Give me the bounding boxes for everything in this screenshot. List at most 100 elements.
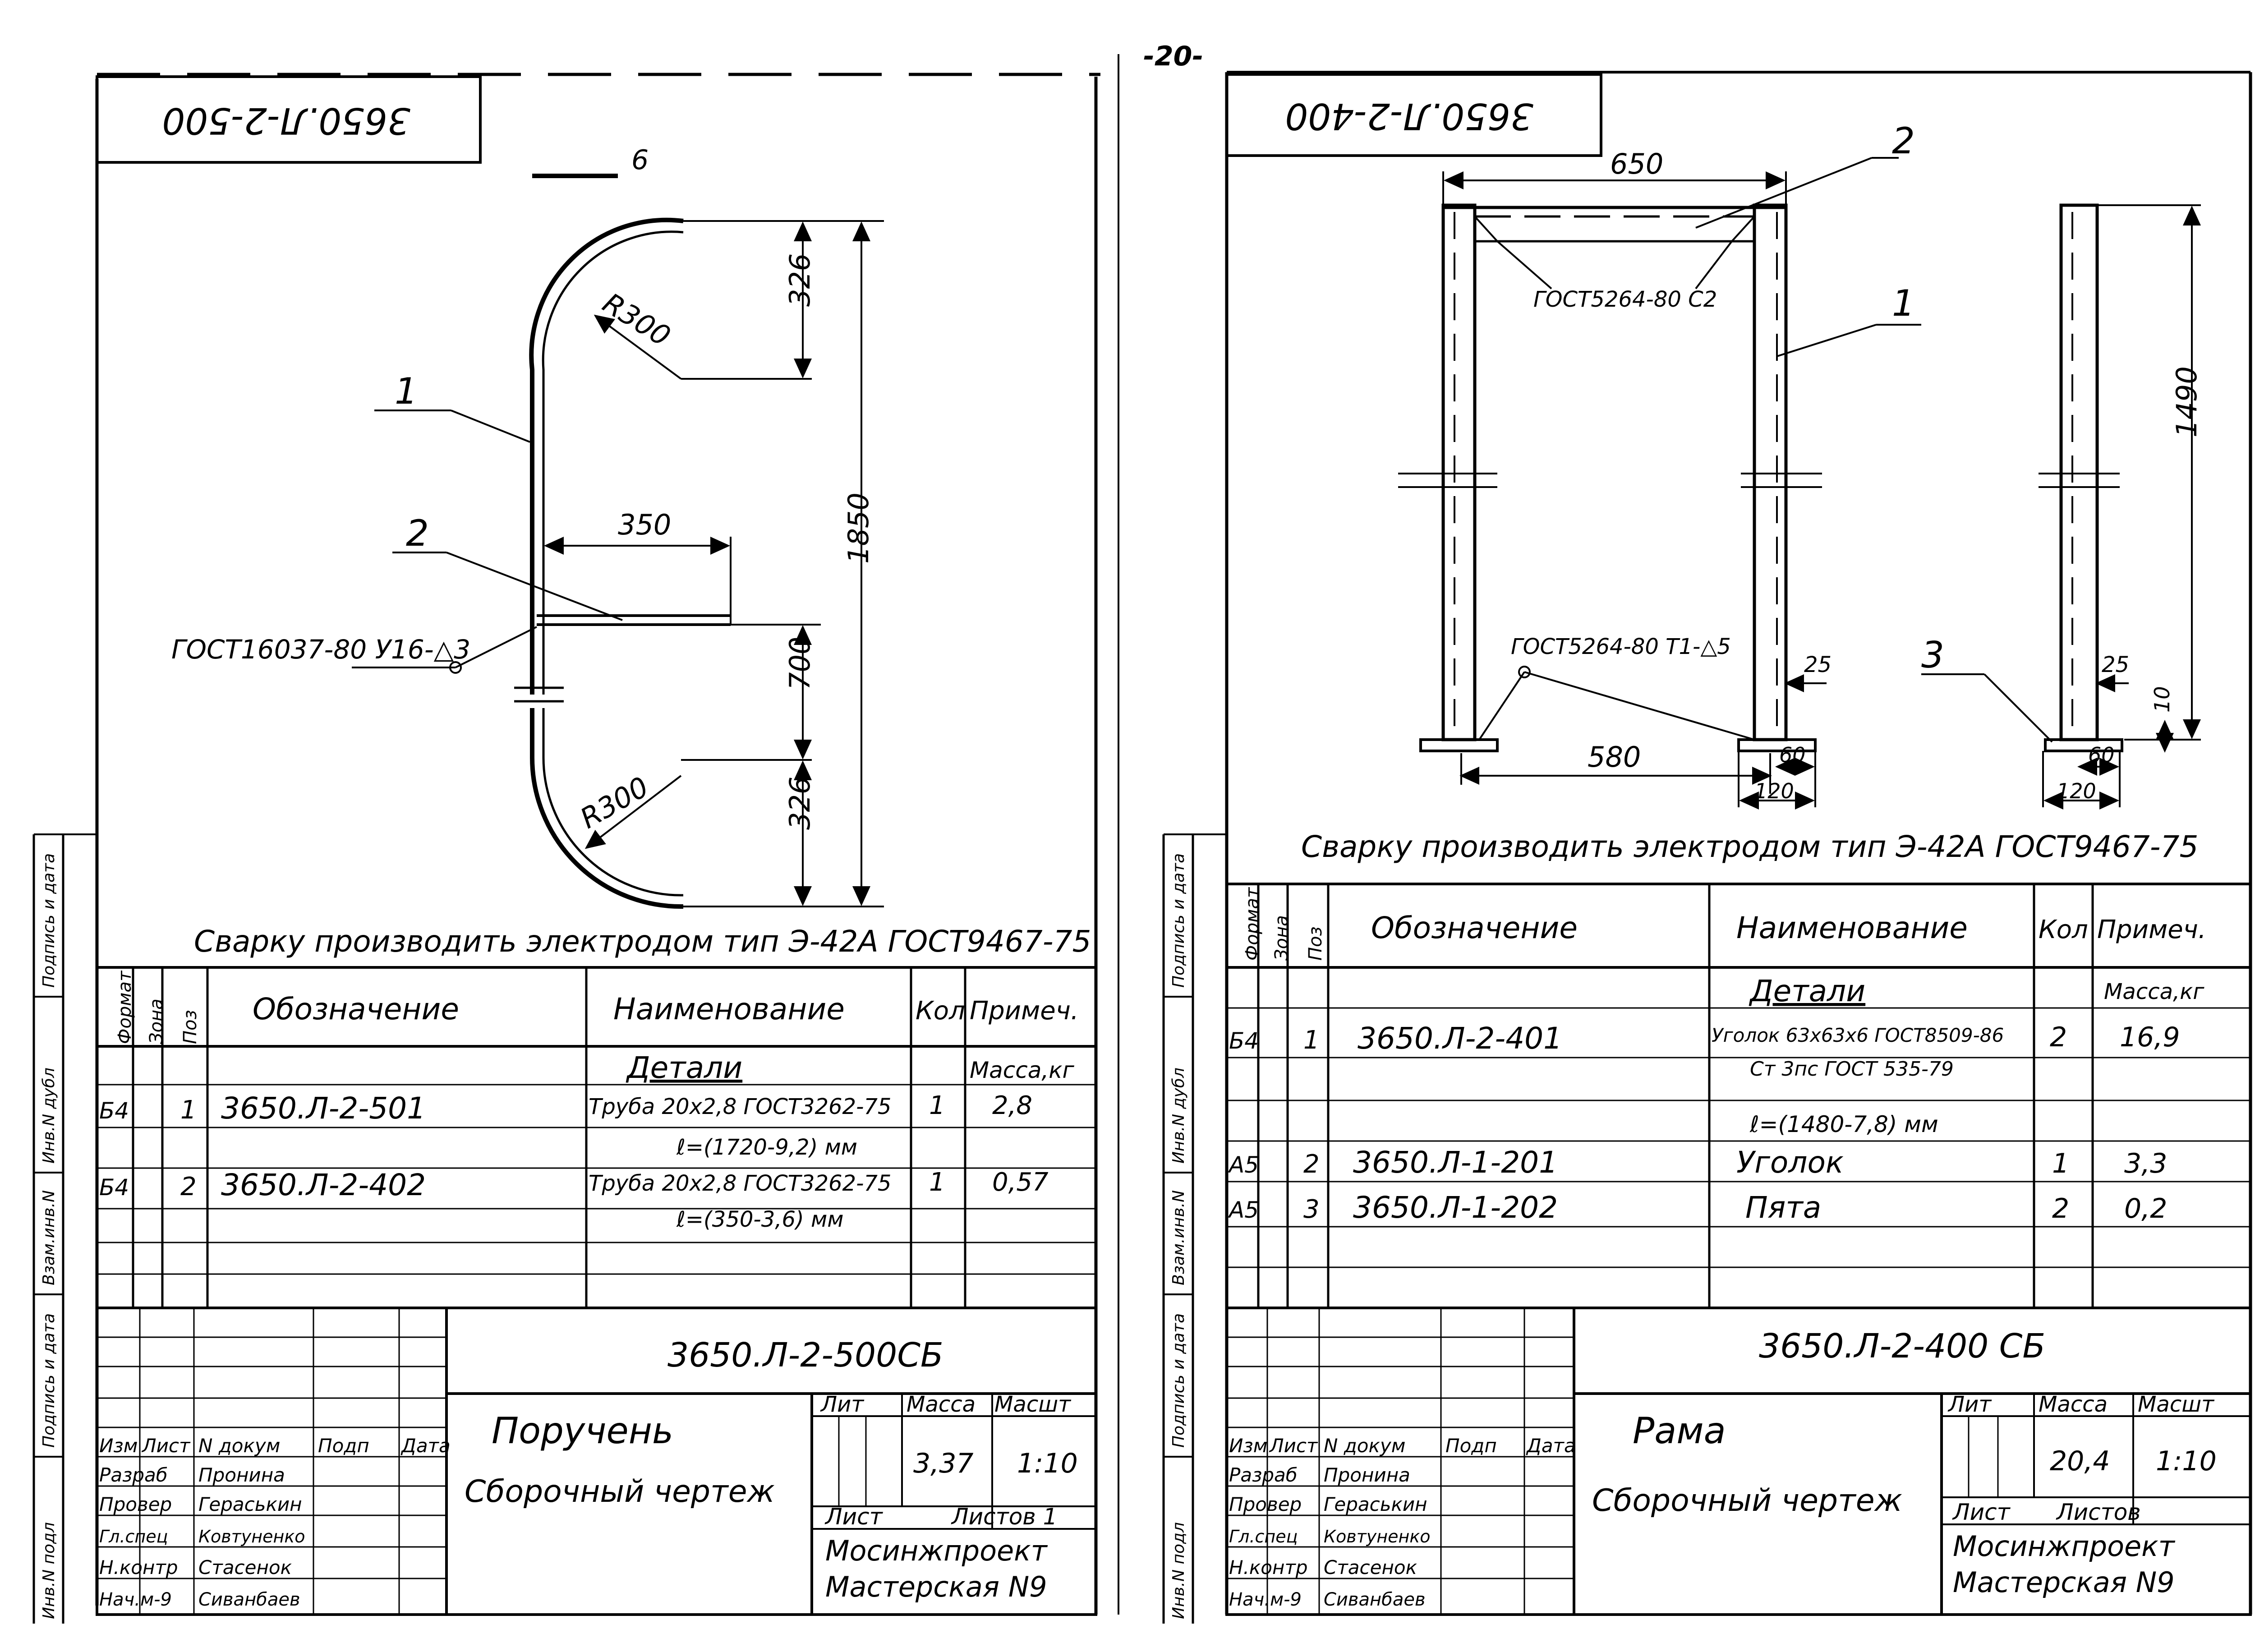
right-hdr-designation: Обозначение <box>1371 911 1578 945</box>
dim-25-front: 25 <box>1804 652 1832 677</box>
left-margin-3: Взам.инв.N <box>40 1190 58 1285</box>
left-margin-1: Инв.N подл <box>40 1522 58 1619</box>
left-hdr-format: Формат <box>115 970 135 1044</box>
left-name-2: Гераськин <box>198 1493 302 1515</box>
right-spec-table <box>1225 883 2252 1309</box>
right-row3-name1: Пята <box>1745 1190 1821 1225</box>
right-sheet: Лист <box>1952 1499 2011 1525</box>
left-margin-5: Подпись и дата <box>40 853 58 988</box>
right-margin-5: Подпись и дата <box>1169 853 1188 988</box>
left-title-2: Сборочный чертеж <box>465 1474 775 1509</box>
frame-drawing <box>1398 157 2201 810</box>
right-role-2: Провер <box>1229 1493 1302 1515</box>
left-mass-head: Масса <box>907 1392 976 1417</box>
left-sheet: Лист <box>824 1504 884 1530</box>
left-hdr-zone: Зона <box>146 999 167 1044</box>
left-row2-name1: Труба 20х2,8 ГОСТ3262-75 <box>589 1171 891 1196</box>
dim-580: 580 <box>1588 741 1641 773</box>
left-role-5: Нач.м-9 <box>99 1589 172 1610</box>
left-org-1: Мосинжпроект <box>825 1534 1048 1567</box>
right-row3-code: 3650.Л-1-202 <box>1353 1190 1558 1225</box>
right-name-3: Ковтуненко <box>1324 1527 1431 1546</box>
left-row1-pos: 1 <box>180 1095 197 1125</box>
left-sig-list: Лист <box>141 1435 191 1457</box>
left-margin-2: Подпись и дата <box>40 1313 58 1448</box>
left-row2-qty: 1 <box>929 1168 945 1197</box>
right-margin-3: Взам.инв.N <box>1169 1190 1188 1285</box>
left-hdr-pos: Поз <box>180 1010 201 1044</box>
right-sig-date: Дата <box>1526 1435 1576 1457</box>
left-role-4: Н.контр <box>99 1556 178 1578</box>
left-row1-note: 2,8 <box>992 1091 1032 1120</box>
right-weld-note: Сварку производить электродом тип Э-42А … <box>1301 829 2199 864</box>
right-hdr-pos: Поз <box>1305 926 1326 961</box>
right-row2-pos: 2 <box>1303 1150 1320 1179</box>
left-callout-1: 1 <box>395 370 418 412</box>
left-scale-value: 1:10 <box>1017 1448 1078 1479</box>
right-row1-pos: 1 <box>1303 1026 1320 1055</box>
dim-700: 700 <box>783 637 816 690</box>
dim-350: 350 <box>618 508 671 541</box>
right-row2-qty: 1 <box>2052 1148 2069 1179</box>
dim-r300-top: R300 <box>597 286 676 353</box>
right-org-1: Мосинжпроект <box>1953 1530 2176 1563</box>
left-margin-4: Инв.N дубл <box>40 1068 58 1164</box>
right-role-4: Н.контр <box>1229 1556 1308 1578</box>
right-row1-name3: ℓ=(1480-7,8) мм <box>1749 1111 1938 1137</box>
left-callout-2: 2 <box>406 512 429 554</box>
right-row2-note: 3,3 <box>2124 1148 2167 1179</box>
right-row2-code: 3650.Л-1-201 <box>1353 1145 1558 1180</box>
left-hdr-note: Примеч. <box>970 996 1079 1026</box>
left-hdr-qty: Кол <box>916 996 965 1026</box>
left-doc-code: 3650.Л-2-500СБ <box>667 1336 943 1375</box>
left-sig-date: Дата <box>400 1435 451 1457</box>
right-mass-head: Масса <box>2039 1392 2108 1417</box>
right-title-1: Рама <box>1633 1410 1726 1452</box>
right-sheets: Листов <box>2056 1499 2141 1525</box>
dim-326-top: 326 <box>783 253 816 307</box>
left-lit: Лит <box>820 1392 865 1417</box>
right-margin-1: Инв.N подл <box>1169 1522 1188 1619</box>
right-sig-podp: Подп <box>1445 1435 1497 1457</box>
right-row1-fmt: Б4 <box>1229 1028 1259 1054</box>
left-role-3: Гл.спец <box>99 1527 168 1546</box>
right-hdr-note: Примеч. <box>2097 915 2206 944</box>
right-row3-fmt: А5 <box>1228 1197 1259 1223</box>
right-lit: Лит <box>1947 1392 1992 1417</box>
dim-120-front: 120 <box>1754 779 1794 803</box>
right-hdr-format: Формат <box>1242 887 1263 961</box>
left-section-details: Детали <box>626 1050 742 1085</box>
dim-1490: 1490 <box>2170 366 2203 437</box>
left-stamp-code: 3650.Л-2-500 <box>162 100 410 142</box>
dim-10: 10 <box>2150 686 2174 713</box>
right-callout-1: 1 <box>1892 282 1915 324</box>
right-hdr-qty: Кол <box>2039 915 2088 944</box>
right-sig-izm: Изм <box>1229 1435 1267 1457</box>
left-row2-pos: 2 <box>180 1172 197 1201</box>
left-role-1: Разраб <box>99 1464 168 1486</box>
right-callout-2: 2 <box>1892 120 1915 162</box>
right-row2-fmt: А5 <box>1228 1152 1259 1178</box>
right-doc-code: 3650.Л-2-400 СБ <box>1759 1327 2045 1366</box>
right-scale-head: Масшт <box>2138 1392 2215 1417</box>
right-weld-c2: ГОСТ5264-80 С2 <box>1533 287 1717 312</box>
right-margin-2: Подпись и дата <box>1169 1313 1188 1448</box>
left-name-3: Ковтуненко <box>198 1527 305 1546</box>
dim-1850: 1850 <box>842 492 875 564</box>
right-mass-label: Масса,кг <box>2104 979 2204 1004</box>
right-org-2: Мастерская N9 <box>1953 1566 2175 1599</box>
right-scale-value: 1:10 <box>2156 1445 2217 1477</box>
dim-60-side: 60 <box>2088 743 2115 767</box>
left-row1-qty: 1 <box>929 1091 945 1120</box>
left-row2-code: 3650.Л-2-402 <box>221 1168 426 1202</box>
dim-326-bottom: 326 <box>783 777 816 830</box>
left-row2-fmt: Б4 <box>99 1174 129 1201</box>
right-role-3: Гл.спец <box>1229 1527 1298 1546</box>
left-name-1: Пронина <box>198 1464 285 1486</box>
left-name-5: Сиванбаев <box>198 1589 300 1610</box>
right-row3-pos: 3 <box>1303 1195 1320 1224</box>
right-row3-qty: 2 <box>2052 1193 2069 1224</box>
right-hdr-zone: Зона <box>1271 915 1292 961</box>
right-mass-value: 20,4 <box>2050 1445 2110 1477</box>
left-spec-table <box>96 966 1097 1309</box>
